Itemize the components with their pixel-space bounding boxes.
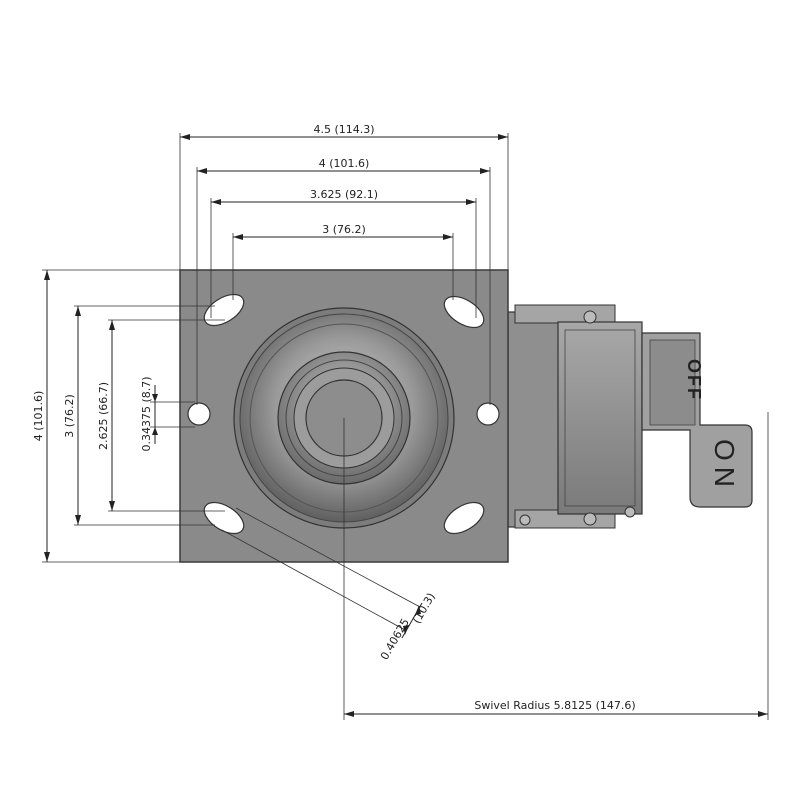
- brake-assembly: [507, 304, 753, 529]
- dim-plate-height: 4 (101.6): [32, 391, 45, 442]
- mounting-holes: [187, 293, 500, 535]
- brake-on-label: ON: [709, 439, 740, 493]
- dim-bolt-outer: 4 (101.6): [319, 157, 370, 170]
- slot-bottom-right: [443, 501, 485, 535]
- dim-bolt-vert-inner: 2.625 (66.7): [97, 382, 110, 450]
- hole-right: [476, 402, 500, 426]
- dim-bolt-inner: 3 (76.2): [322, 223, 366, 236]
- brake-off-label: OFF: [684, 359, 704, 401]
- slot-bottom-left: [203, 501, 245, 535]
- hole-left: [187, 402, 211, 426]
- dim-bolt-slot-outer: 3.625 (92.1): [310, 188, 378, 201]
- dim-hole-a: 0.40625: [378, 616, 412, 662]
- slot-top-right: [443, 295, 485, 329]
- slot-top-left: [203, 293, 245, 327]
- dim-plate-width: 4.5 (114.3): [313, 123, 374, 136]
- brake-off-label-group: OFF: [684, 359, 704, 401]
- dim-swivel-radius: Swivel Radius 5.8125 (147.6): [474, 699, 635, 712]
- brake-on-label-group: ON: [709, 439, 740, 493]
- dimension-labels: 4.5 (114.3) 4 (101.6) 3.625 (92.1) 3 (76…: [32, 123, 636, 712]
- dim-slot-width: 0.34375 (8.7): [140, 376, 153, 451]
- dim-bolt-vert-outer: 3 (76.2): [63, 394, 76, 438]
- dim-hole-b: (10.3): [410, 591, 438, 626]
- dimension-lines: [42, 133, 769, 720]
